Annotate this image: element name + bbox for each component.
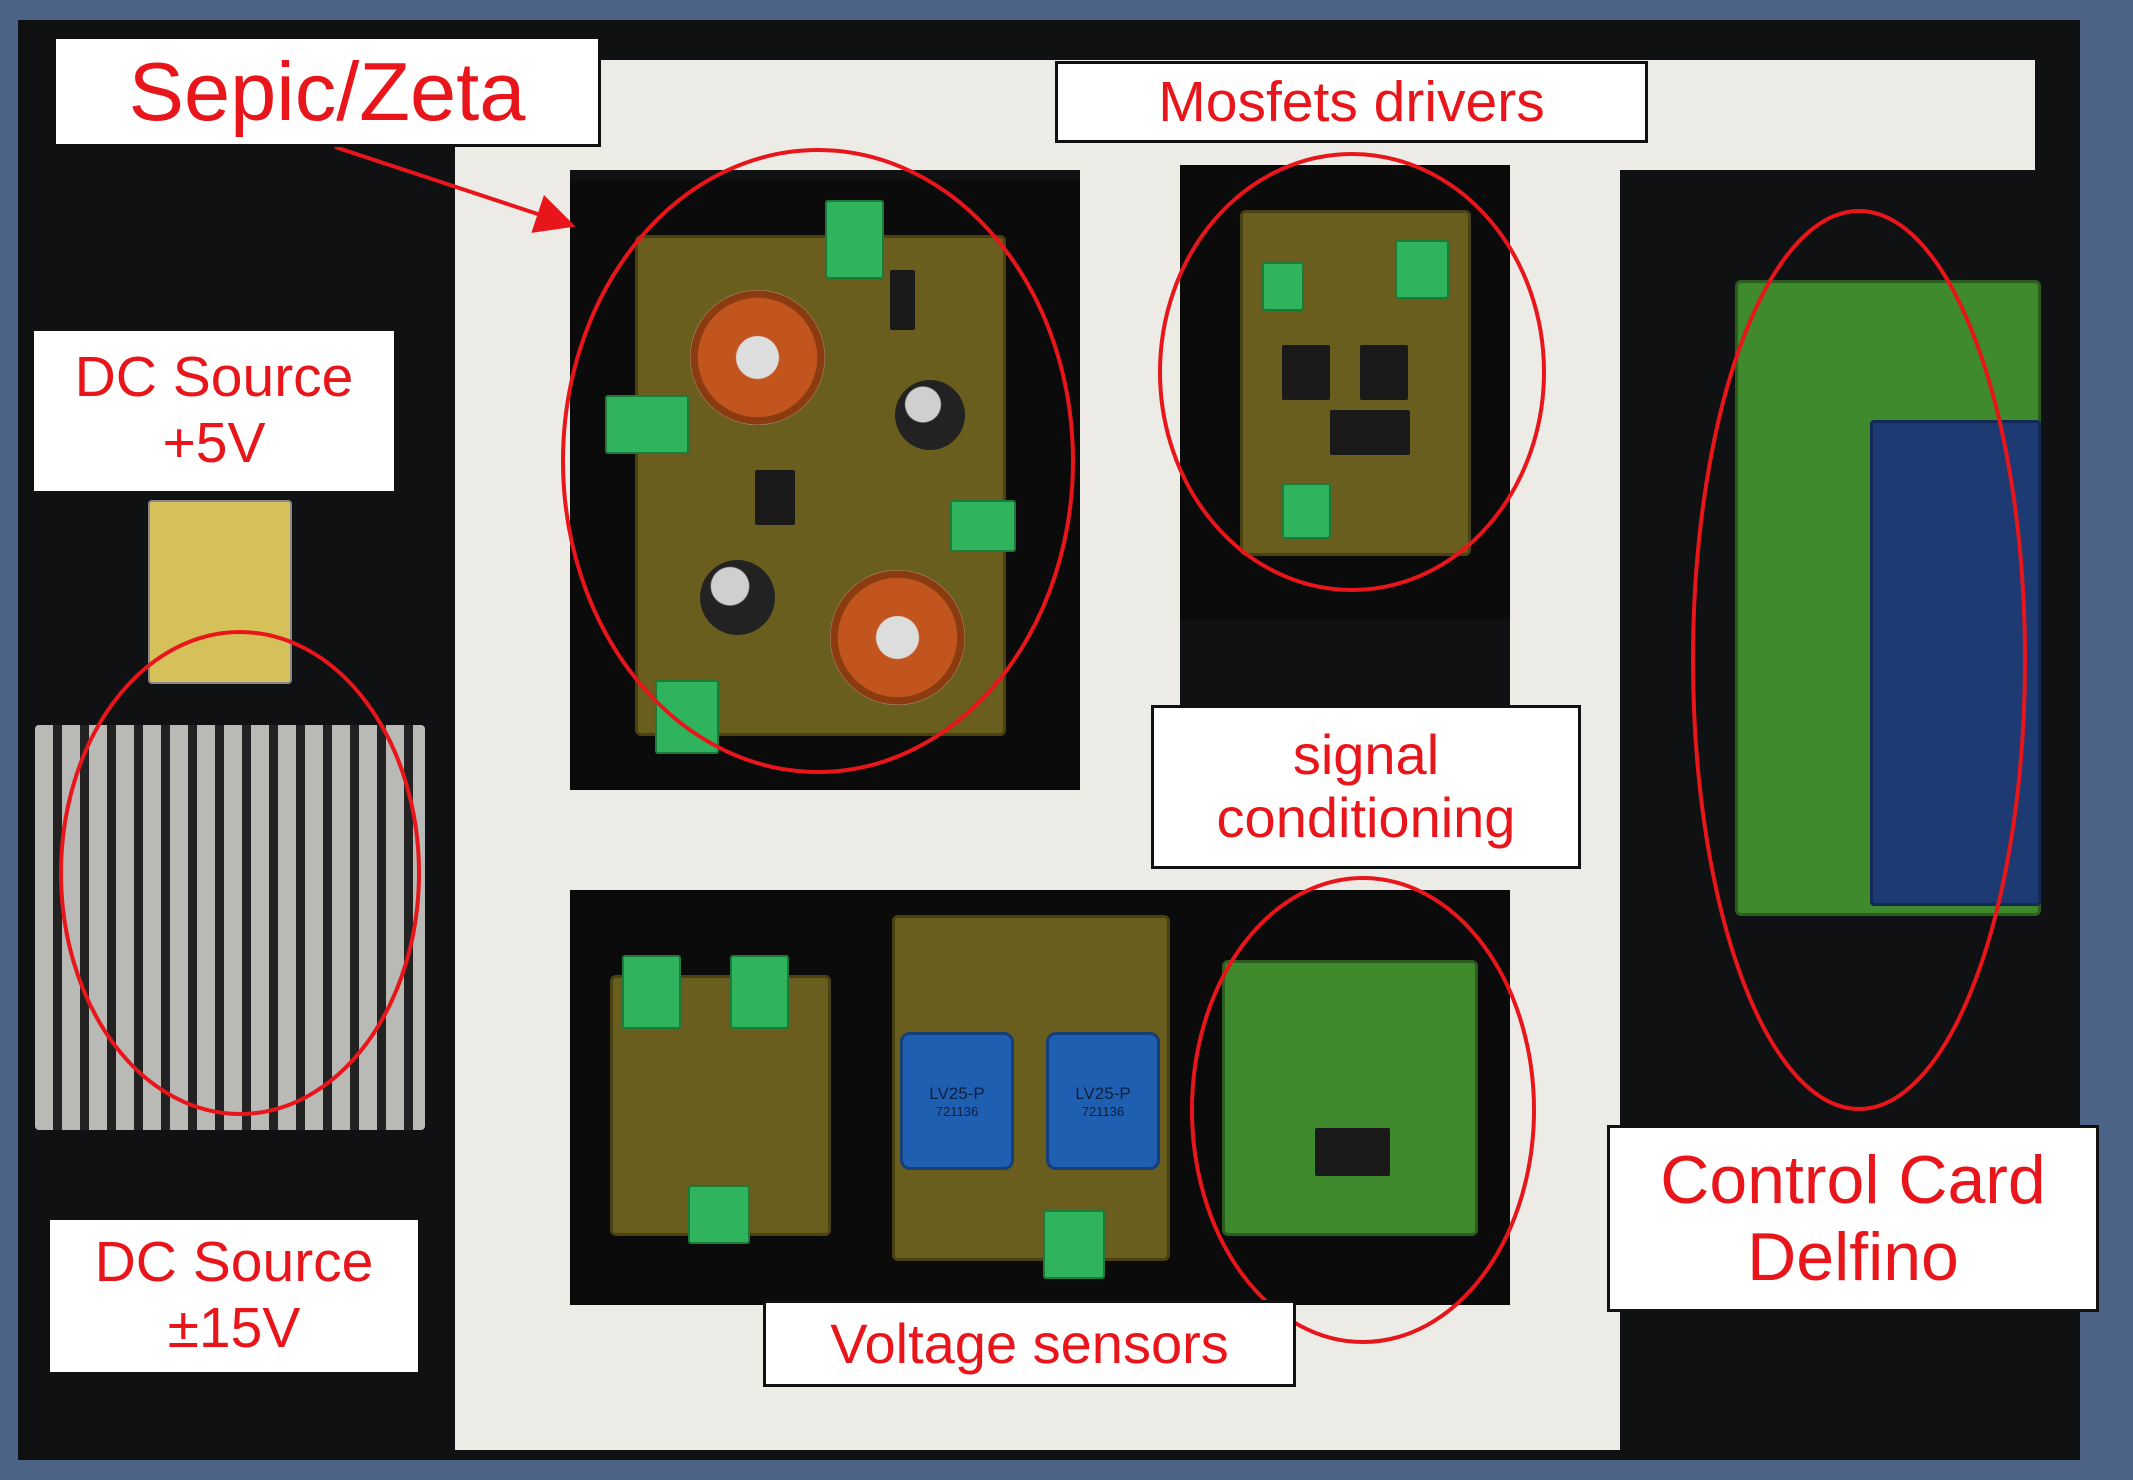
label-signal-conditioning-line2: conditioning	[1216, 786, 1516, 849]
label-control-card: Control Card Delfino	[1607, 1125, 2099, 1312]
driver-ic-2	[1360, 345, 1408, 400]
ellipse-control-card	[1691, 209, 2027, 1111]
drivers-terminal-right	[1395, 240, 1449, 299]
filter-terminal-1	[622, 955, 681, 1029]
driver-ic-3	[1330, 410, 1410, 455]
label-dc-source-5v: DC Source +5V	[31, 328, 397, 494]
sensors-terminal	[1043, 1210, 1105, 1279]
dc-source-15v-unit	[35, 725, 425, 1130]
label-signal-conditioning-line1: signal	[1292, 723, 1440, 787]
mosfet-middle	[755, 470, 795, 525]
arrow-sepic-zeta	[334, 145, 576, 233]
label-voltage-sensors: Voltage sensors	[763, 1300, 1296, 1387]
label-control-card-line2: Delfino	[1747, 1218, 1959, 1295]
voltage-sensor-1-code: 721136	[935, 1103, 979, 1119]
label-sepic-zeta-text: Sepic/Zeta	[128, 44, 526, 138]
label-dc-source-15v: DC Source ±15V	[47, 1217, 421, 1375]
filter-terminal-2	[730, 955, 789, 1029]
label-dc-source-15v-line2: ±15V	[167, 1296, 301, 1360]
ellipse-dc-source-15v	[59, 630, 421, 1116]
voltage-sensor-1-model: LV25-P	[929, 1083, 985, 1103]
label-signal-conditioning: signal conditioning	[1151, 705, 1581, 869]
capacitor-right	[895, 380, 965, 450]
drivers-terminal-bottom	[1282, 483, 1331, 539]
label-dc-source-5v-line2: +5V	[162, 411, 266, 475]
mosfet-top	[890, 270, 915, 330]
label-sepic-zeta: Sepic/Zeta	[53, 36, 601, 147]
label-dc-source-15v-line1: DC Source	[94, 1230, 374, 1295]
label-dc-source-5v-line1: DC Source	[74, 345, 354, 410]
label-mosfets-drivers: Mosfets drivers	[1055, 61, 1648, 143]
signal-conditioning-ic	[1315, 1128, 1390, 1176]
terminal-left	[605, 395, 689, 454]
frame-left-rail	[455, 150, 570, 1450]
ellipse-signal-conditioning	[1190, 876, 1536, 1344]
signal-conditioning-pcb	[1222, 960, 1478, 1236]
ellipse-mosfets-drivers	[1158, 152, 1546, 592]
terminal-right	[950, 500, 1016, 552]
label-mosfets-drivers-text: Mosfets drivers	[1158, 70, 1545, 134]
voltage-sensor-2: LV25-P 721136	[1046, 1032, 1160, 1170]
voltage-sensor-2-model: LV25-P	[1075, 1083, 1131, 1103]
voltage-sensor-2-code: 721136	[1081, 1103, 1125, 1119]
drivers-terminal-left	[1262, 262, 1304, 311]
dc-source-5v-module	[148, 500, 292, 684]
inductor-top	[690, 290, 825, 425]
driver-ic-1	[1282, 345, 1330, 400]
label-voltage-sensors-text: Voltage sensors	[830, 1312, 1229, 1375]
frame-middle-rail	[1080, 160, 1180, 800]
voltage-sensor-1: LV25-P 721136	[900, 1032, 1014, 1170]
filter-terminal-3	[688, 1185, 750, 1244]
terminal-input-top	[825, 200, 884, 279]
inductor-bottom	[830, 570, 965, 705]
ellipse-sepic-zeta	[561, 148, 1075, 774]
label-control-card-line1: Control Card	[1660, 1142, 2046, 1219]
capacitor-left	[700, 560, 775, 635]
